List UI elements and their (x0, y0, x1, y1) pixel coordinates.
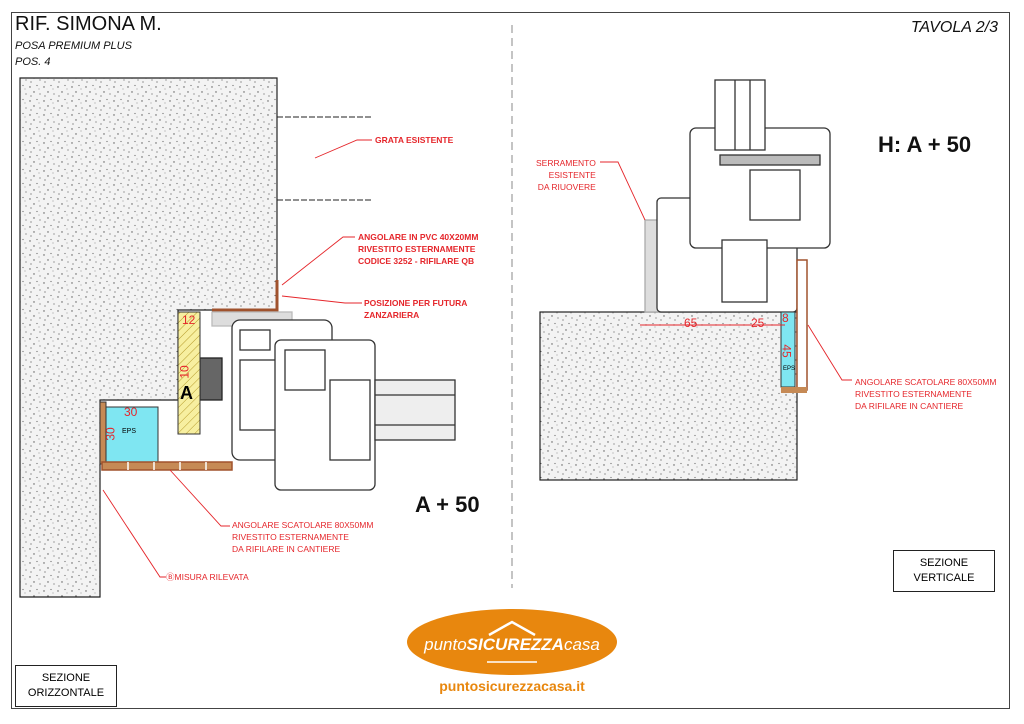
drawing-frame (11, 12, 1010, 709)
pvc-angle (212, 280, 279, 312)
dim-30: 30 (124, 405, 138, 419)
eps-label: EPS (122, 428, 137, 435)
logo: puntoSICUREZZAcasa (407, 609, 617, 675)
shim-hatched (177, 311, 201, 435)
formula-height: H: A + 50 (878, 132, 972, 157)
logo-text: puntoSICUREZZAcasa (424, 635, 600, 654)
project-title: RIF. SIMONA M. (15, 13, 162, 35)
dim-25: 25 (751, 316, 765, 330)
dim-12: 12 (182, 313, 196, 327)
dim-30-vertical: 30 (103, 427, 118, 441)
subtitle: POSA PREMIUM PLUS (15, 40, 132, 52)
dim-8: 8 (782, 311, 789, 325)
dim-65: 65 (684, 316, 698, 330)
window-profile-horizontal (199, 311, 456, 491)
dim-10: 10 (177, 365, 192, 379)
dim-45: 45 (779, 344, 794, 358)
dim-a: A (180, 383, 193, 403)
formula-width: A + 50 (415, 492, 480, 517)
eps-label-vertical: EPS (783, 366, 796, 372)
sill-right (539, 311, 798, 481)
sheet-number: TAVOLA 2/3 (910, 19, 998, 36)
note-grata: GRATA ESISTENTE (375, 135, 454, 145)
website-url[interactable]: puntosicurezzacasa.it (439, 678, 585, 694)
position-label: POS. 4 (15, 56, 51, 68)
leader-lines (102, 139, 852, 578)
window-profile-vertical (644, 79, 831, 313)
box-angle-left (101, 461, 233, 471)
house-roof-icon (487, 620, 537, 663)
note-misura: ⒷMISURA RILEVATA (166, 572, 249, 582)
box-angle-right (796, 259, 808, 391)
